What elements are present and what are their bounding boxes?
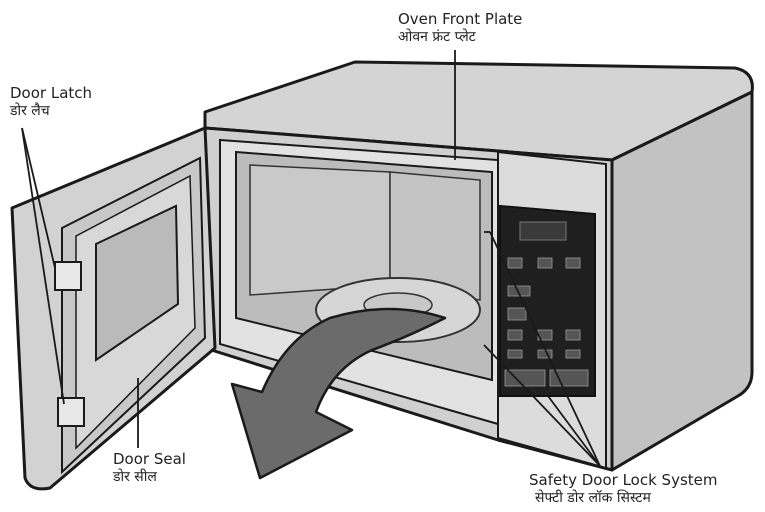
leader-lines <box>21 50 601 467</box>
oven-right-side <box>610 90 754 472</box>
panel-buttons <box>504 257 589 387</box>
curved-arrow-icon <box>230 307 447 480</box>
oven-front-plate-label-hi: ओवन फ्रंट प्लेट <box>398 29 476 45</box>
control-panel-face <box>499 204 596 397</box>
display-window <box>519 221 567 241</box>
door-seal-label: Door Seal डोर सील <box>113 450 186 486</box>
safety-door-lock-label: Safety Door Lock System सेफ्टी डोर लॉक स… <box>529 471 718 507</box>
oven-front-plate-label-en: Oven Front Plate <box>398 10 523 28</box>
door-latch-label-en: Door Latch <box>10 84 93 102</box>
door-latch-bottom <box>57 397 85 427</box>
safety-door-lock-label-en: Safety Door Lock System <box>529 471 718 489</box>
safety-door-lock-label-hi: सेफ्टी डोर लॉक सिस्टम <box>535 490 651 506</box>
door-latch-label: Door Latch डोर लैच <box>10 84 92 120</box>
door-seal-label-hi: डोर सील <box>113 469 157 485</box>
door-seal-label-en: Door Seal <box>113 450 186 468</box>
oven-front-plate-label: Oven Front Plate ओवन फ्रंट प्लेट <box>398 10 522 46</box>
door-latch-label-hi: डोर लैच <box>10 103 50 119</box>
door-window <box>95 204 180 362</box>
cavity-right-wall <box>389 171 481 301</box>
cavity-back-wall <box>249 164 391 296</box>
door-latch-top <box>54 261 82 291</box>
